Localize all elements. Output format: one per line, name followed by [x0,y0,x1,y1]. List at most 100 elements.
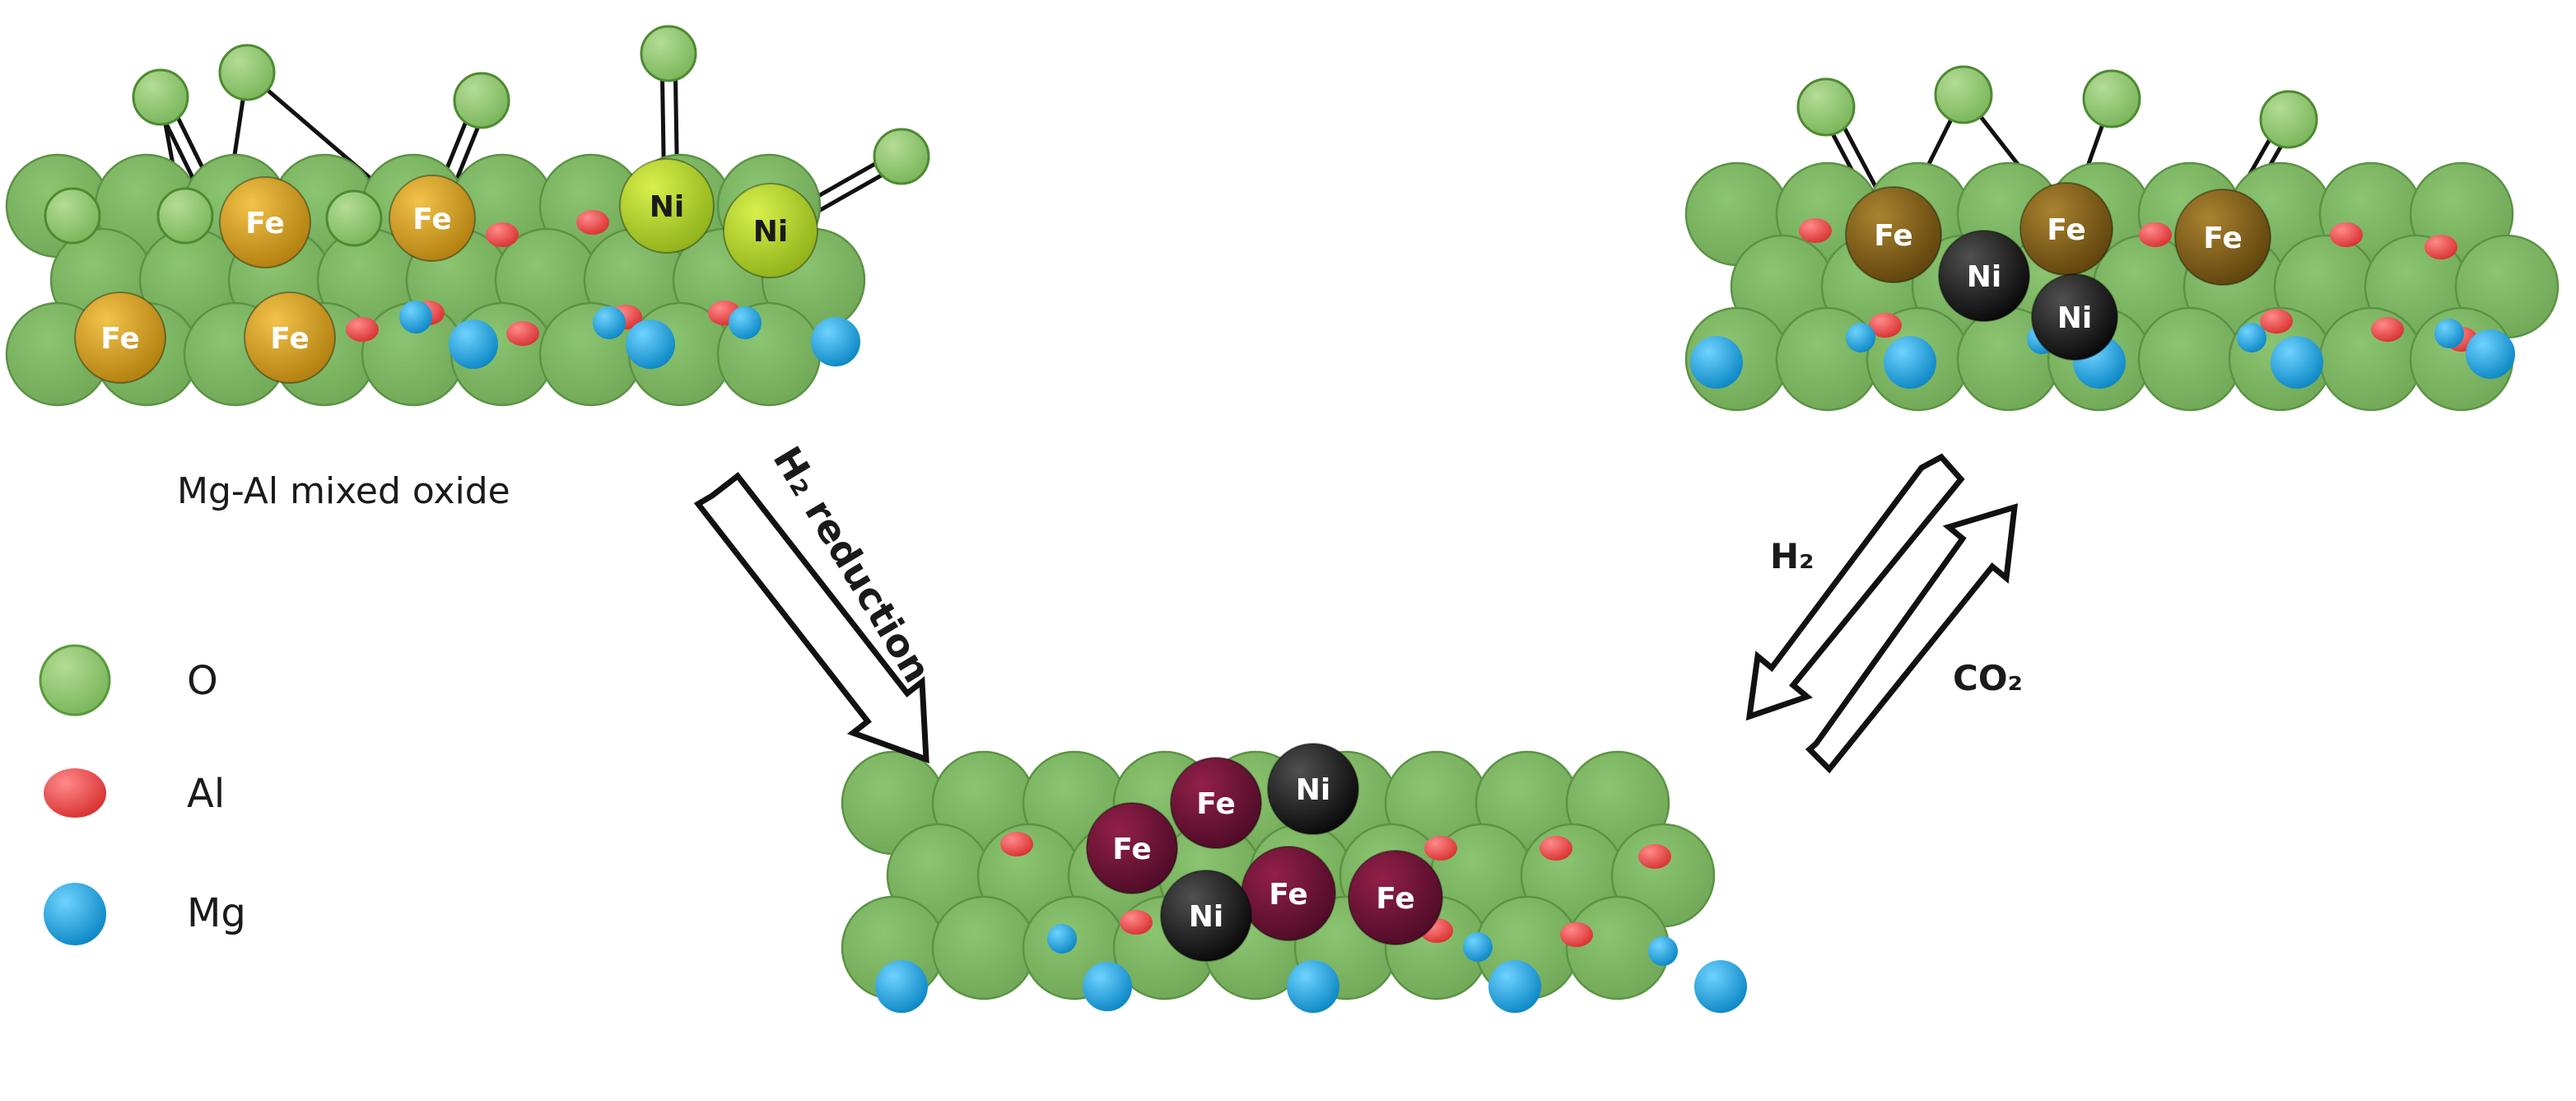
oxidized-magnesium-atom [729,306,762,339]
oxidized-iron-atom-label: Fe [412,203,452,236]
reduced-nickel-atom-label: Ni [1189,900,1223,934]
partial-nickel-atom [2031,273,2118,361]
reduced-nickel-atom [1267,743,1359,835]
legend: O Al Mg [39,644,246,945]
oxidized-nickel-atom-label: Ni [753,215,788,249]
oxidized-aluminum-atom [506,321,539,346]
partial-oxygen-atom [1796,77,1856,137]
reduced-iron-atom-label: Fe [1269,878,1308,912]
oxidized-magnesium-atom [399,301,432,334]
reduced-iron-atom [1348,850,1443,945]
reduced-magnesium-atom [1648,936,1678,966]
oxidized-oxygen-atom [132,68,189,126]
partial-aluminum-atom [2330,222,2363,247]
reduced-aluminum-atom [1000,832,1033,856]
partial-aluminum-atom [1799,218,1832,243]
partial-iron-atom [1845,186,1942,283]
oxidized-magnesium-atom [593,306,626,339]
oxidized-iron-atom-label: Fe [270,322,310,356]
partial-aluminum-atom [2425,235,2457,259]
reduced-support-oxygen [931,895,1036,1001]
oxidized-iron-atom-label: Fe [100,322,140,356]
co2-arrow [1805,503,2019,774]
partial-aluminum-atom [2371,317,2404,342]
reduced-magnesium-atom [1047,924,1077,954]
legend-oxygen-label: O [187,658,218,704]
oxidized-aluminum-atom [486,222,519,247]
oxidized-oxygen-atom [325,189,383,247]
oxidized-nickel-atom [619,158,715,254]
reduced-iron-atom-label: Fe [1376,882,1415,916]
oxidized-oxygen-atom [873,128,930,185]
legend-aluminum-icon [44,768,106,818]
oxidized-oxygen-atom [218,44,276,101]
partial-oxygen-atom [2259,90,2318,149]
oxidized-aluminum-atom [576,210,609,235]
reduced-aluminum-atom [1120,910,1153,935]
reduced-aluminum-atom [1424,836,1457,861]
partial-aluminum-atom [2260,309,2293,334]
oxidized-iron-atom-label: Fe [245,207,285,240]
partial-nickel-atom-label: Ni [2057,301,2092,335]
reduced-iron-atom-label: Fe [1196,787,1236,821]
partial-aluminum-atom [2139,222,2172,247]
oxidized-oxygen-atom [640,25,697,82]
reduced-magnesium-atom [1488,960,1541,1013]
partial-magnesium-atom [1690,336,1743,389]
oxidized-oxygen-atom [156,187,214,245]
oxidized-oxygen-atom [453,72,510,129]
reduced-magnesium-atom [875,960,928,1013]
reduced-magnesium-atom [1694,960,1747,1013]
reduced-aluminum-atom [1540,836,1572,861]
reduction-arrow [693,472,929,764]
legend-oxygen-icon [39,644,111,716]
oxidized-iron-atom [74,292,166,384]
reduced-magnesium-atom [1463,932,1493,962]
oxidized-magnesium-atom [811,317,860,366]
partial-support-oxygen [2318,306,2424,412]
oxidized-iron-atom [219,176,311,268]
partial-iron-atom-label: Fe [1874,219,1913,253]
reduced-iron-atom-label: Fe [1112,833,1152,866]
partial-nickel-atom-label: Ni [1967,260,2001,294]
partial-iron-atom-label: Fe [2047,213,2086,247]
partial-nickel-atom [1938,230,2030,322]
partial-oxygen-atom [1934,65,1993,124]
support-label: Mg-Al mixed oxide [177,470,510,512]
legend-aluminum-label: Al [187,771,225,817]
reduced-nickel-atom [1160,870,1252,962]
oxidized-nickel-atom-label: Ni [650,190,684,224]
oxidized-iron-atom [389,175,476,262]
reduced-nickel-atom-label: Ni [1296,773,1330,807]
reduced-iron-atom [1086,802,1178,894]
partial-support-slab [1684,161,2560,412]
oxidized-aluminum-atom [346,317,379,342]
partial-magnesium-atom [2271,336,2323,389]
partial-support-oxygen [2137,306,2243,412]
oxidized-nickel-atom [723,183,818,278]
oxidized-magnesium-atom [626,320,675,369]
reduced-magnesium-atom [1083,962,1132,1011]
partial-magnesium-atom [1884,336,1936,389]
reduced-aluminum-atom [1560,922,1593,947]
legend-magnesium-label: Mg [187,890,246,936]
oxidized-oxygen-atom [44,187,101,245]
reduced-iron-atom [1170,757,1262,849]
partial-oxygen-atom [2082,69,2141,128]
oxidized-magnesium-atom [449,320,498,369]
legend-magnesium-icon [44,883,106,945]
partial-aluminum-atom [1869,313,1902,338]
partial-magnesium-atom [2237,323,2266,352]
partial-magnesium-atom [1846,323,1875,352]
partial-iron-atom-label: Fe [2203,222,2243,255]
partial-iron-atom [2174,189,2271,286]
partial-magnesium-atom [2434,319,2464,348]
co2-arrow-label: CO₂ [1953,658,2023,698]
h2-arrow-label: H₂ [1770,536,1814,576]
reduced-magnesium-atom [1287,960,1339,1013]
partial-magnesium-atom [2466,329,2515,379]
reduced-aluminum-atom [1638,844,1671,869]
h2-arrow [1745,453,1965,721]
